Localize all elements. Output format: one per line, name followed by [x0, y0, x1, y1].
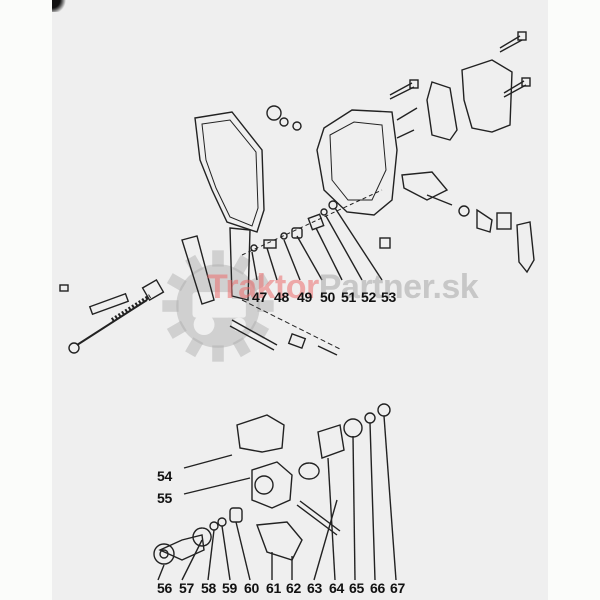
callout-64: 64: [329, 580, 344, 596]
upper-caliper: [236, 414, 285, 453]
callout-57: 57: [179, 580, 194, 596]
bearing-sleeve: [317, 424, 345, 459]
callout-48: 48: [274, 289, 289, 305]
lever-arm: [516, 221, 535, 274]
scan-corner-shadow: [52, 0, 70, 12]
ring-oring: [298, 462, 320, 480]
callout-67: 67: [390, 580, 405, 596]
callout-63: 63: [307, 580, 322, 596]
lever-plate: [181, 235, 215, 305]
exploded-parts-drawing: [59, 31, 535, 581]
left-gasket: [194, 111, 265, 233]
callout-53: 53: [381, 289, 396, 305]
callout-61: 61: [266, 580, 281, 596]
callout-51: 51: [341, 289, 356, 305]
watermark-brand-red: Traktor: [207, 268, 319, 306]
callout-62: 62: [286, 580, 301, 596]
callout-60: 60: [244, 580, 259, 596]
callout-52: 52: [361, 289, 376, 305]
callout-66: 66: [370, 580, 385, 596]
callout-56: 56: [157, 580, 172, 596]
callout-50: 50: [320, 289, 335, 305]
callout-49: 49: [297, 289, 312, 305]
selector-fork: [401, 171, 449, 201]
watermark-text: TraktorPartner.sk: [207, 268, 479, 307]
callout-65: 65: [349, 580, 364, 596]
scanned-page: TraktorPartner.sk 47 48 49 50 51 52 53 5…: [52, 0, 548, 600]
main-housing: [316, 109, 398, 216]
callout-55: 55: [157, 490, 172, 506]
callout-47: 47: [252, 289, 267, 305]
right-cover: [461, 59, 513, 133]
callout-58: 58: [201, 580, 216, 596]
watermark-gear-icon: [162, 250, 274, 362]
guide-bracket: [256, 521, 303, 561]
watermark-brand-gray: Partner.sk: [318, 268, 479, 306]
callout-59: 59: [222, 580, 237, 596]
callout-54: 54: [157, 468, 172, 484]
lower-yoke: [251, 461, 293, 509]
right-gasket: [426, 81, 458, 141]
flange-shaft: [158, 534, 205, 561]
